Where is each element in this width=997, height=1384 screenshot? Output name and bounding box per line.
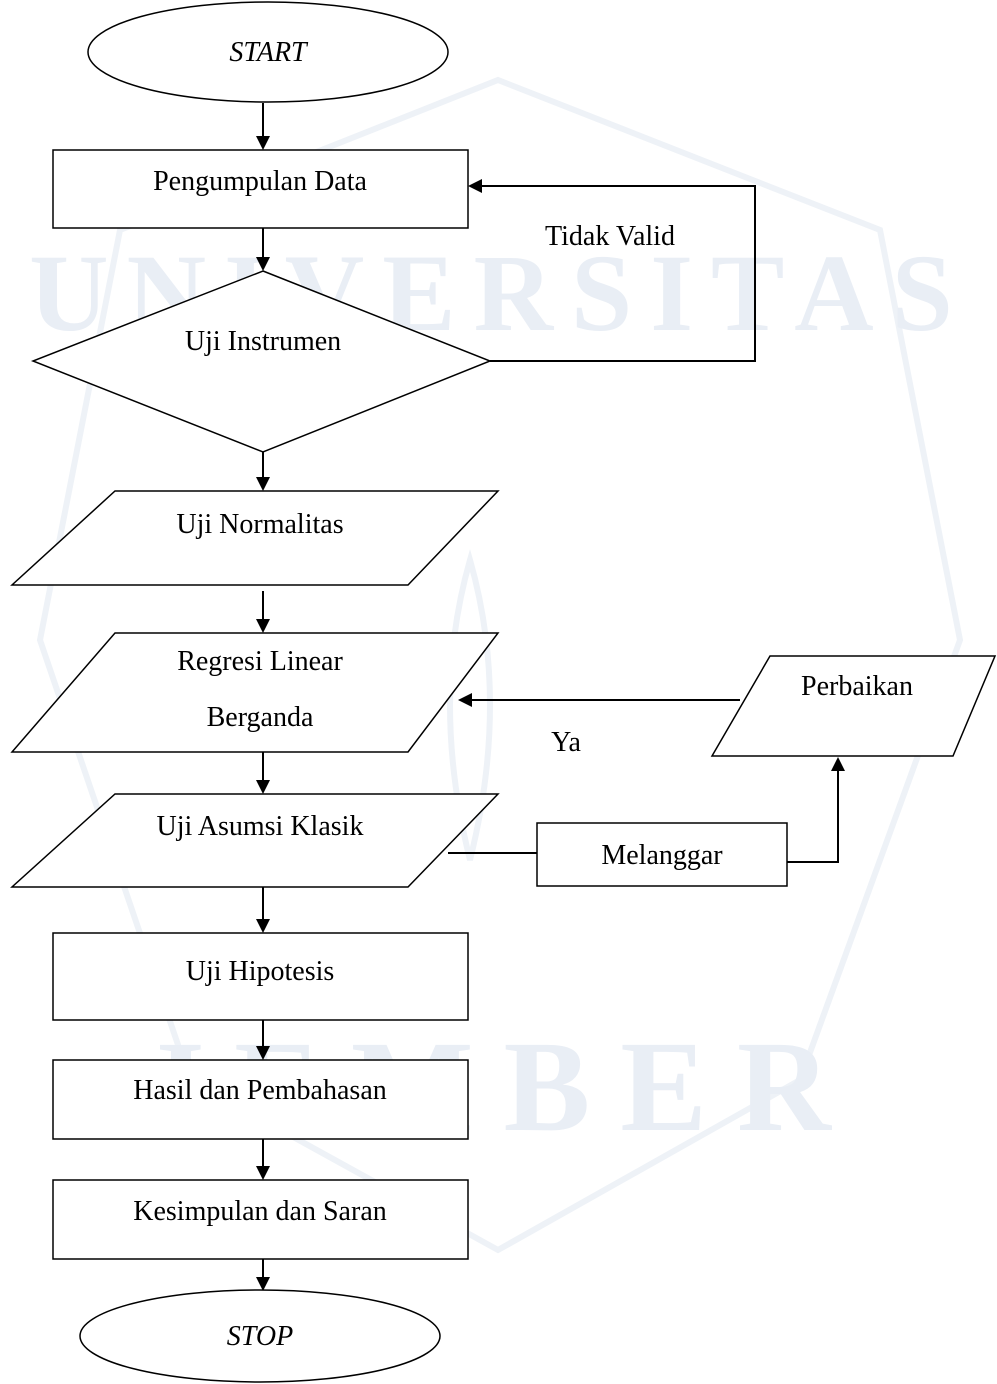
node-perbaikan-label: Perbaikan [801, 671, 913, 702]
arrowhead [256, 619, 270, 633]
process-shape [52, 932, 469, 1021]
connectors [256, 103, 845, 1291]
node-hasil-pembahasan: Hasil dan Pembahasan [52, 1059, 469, 1140]
arrowhead [256, 1166, 270, 1180]
edge-label-tidak-valid: Tidak Valid [545, 221, 675, 252]
node-uji-asumsi-klasik-label: Uji Asumsi Klasik [157, 811, 364, 842]
node-uji-hipotesis-label: Uji Hipotesis [186, 956, 335, 987]
process-shape [52, 1179, 469, 1260]
edge-melanggar-to-perbaikan [787, 770, 839, 863]
node-regresi-label-line2: Berganda [207, 702, 314, 733]
node-kesimpulan-saran: Kesimpulan dan Saran [52, 1179, 469, 1260]
edge-tidak-valid-loop [480, 185, 756, 362]
node-perbaikan: Perbaikan [710, 655, 997, 757]
node-melanggar-label: Melanggar [601, 840, 723, 871]
arrowhead [458, 693, 472, 707]
edge-label-ya: Ya [551, 727, 581, 758]
arrowhead [831, 757, 845, 771]
node-melanggar: Melanggar [536, 822, 788, 887]
arrowhead [256, 477, 270, 491]
node-stop: STOP [79, 1289, 441, 1383]
node-start: START [87, 1, 449, 103]
node-stop-label: STOP [227, 1321, 293, 1352]
node-regresi-linear-berganda: Regresi Linear Berganda [10, 632, 500, 753]
node-uji-asumsi-klasik: Uji Asumsi Klasik [10, 793, 500, 888]
process-shape [52, 149, 469, 229]
arrowhead [256, 919, 270, 933]
node-uji-normalitas: Uji Normalitas [10, 490, 500, 586]
arrowhead [468, 179, 482, 193]
arrowhead [256, 780, 270, 794]
node-hasil-pembahasan-label: Hasil dan Pembahasan [133, 1075, 387, 1106]
process-shape [52, 1059, 469, 1140]
data-shape [10, 632, 500, 753]
node-kesimpulan-saran-label: Kesimpulan dan Saran [133, 1196, 387, 1227]
node-uji-instrumen: Uji Instrumen [30, 270, 493, 453]
node-uji-normalitas-label: Uji Normalitas [176, 509, 343, 540]
decision-shape [30, 270, 493, 453]
arrowhead [256, 1277, 270, 1291]
node-pengumpulan-data: Pengumpulan Data [52, 149, 469, 229]
node-uji-hipotesis: Uji Hipotesis [52, 932, 469, 1021]
data-shape [10, 793, 500, 888]
node-pengumpulan-data-label: Pengumpulan Data [153, 166, 367, 197]
terminator-shape [79, 1289, 441, 1383]
node-regresi-label-line1: Regresi Linear [177, 646, 343, 677]
node-uji-instrumen-label: Uji Instrumen [185, 326, 341, 357]
arrowhead [256, 257, 270, 271]
arrowhead [256, 136, 270, 150]
arrowhead [256, 1046, 270, 1060]
process-shape [536, 822, 788, 887]
terminator-shape [87, 1, 449, 103]
data-shape [710, 655, 997, 757]
node-start-label: START [229, 37, 309, 68]
data-shape [10, 490, 500, 586]
